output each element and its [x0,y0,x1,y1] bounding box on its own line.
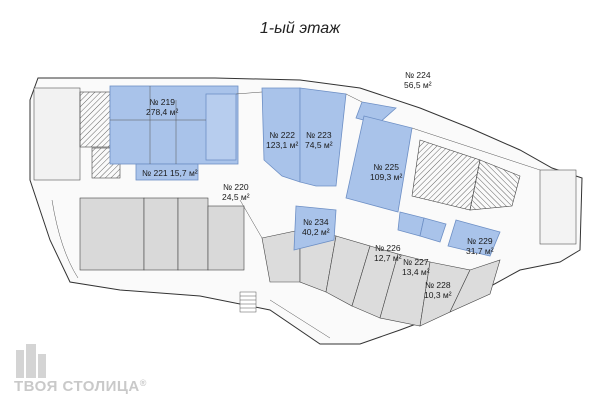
brand-logo [16,344,46,378]
unit-229-label[interactable]: № 229 31,7 м² [466,236,494,256]
unit-228-area: 10,3 м² [424,290,452,300]
left-wing [33,87,81,181]
unit-229-shape [447,219,501,257]
unit-234-number: № 234 [302,217,329,227]
unit-223-label[interactable]: № 223 74,5 м² [305,130,333,150]
unit-229-area: 31,7 м² [466,246,494,256]
interior-walls [51,86,541,339]
right-wing [539,169,577,245]
unit-219-label[interactable]: № 219 278,4 м² [146,97,178,117]
unit-224-label[interactable]: № 224 56,5 м² [404,70,432,90]
unit-225-label[interactable]: № 225 109,3 м² [370,162,402,182]
unit-221-area: 15,7 м² [170,168,198,178]
floor-title: 1-ый этаж [259,20,341,37]
unit-222-label[interactable]: № 222 123,1 м² [266,130,298,150]
unit-223-area: 74,5 м² [305,140,333,150]
hatched-block-right-2 [469,159,521,211]
unit-220-area: 24,5 м² [222,192,250,202]
grey-unit-2 [143,197,179,271]
unit-225-area: 109,3 м² [370,172,403,182]
unit-221-shape [135,163,199,181]
unit-219-area: 278,4 м² [146,107,179,117]
unit-227-shape [419,217,447,243]
unit-219-number: № 219 [149,97,175,107]
unit-228-label[interactable]: № 228 10,3 м² [424,280,452,300]
unit-222-area: 123,1 м² [266,140,299,150]
unit-220-number: № 220 [222,182,249,192]
unit-227-label[interactable]: № 227 13,4 м² [402,257,430,277]
unit-226-number: № 226 [374,243,401,253]
unit-220-shape [205,93,237,161]
stairs-bottom [239,291,257,313]
unit-221-number: № 221 [142,168,168,178]
unit-225-number: № 225 [373,162,399,172]
grey-unit-1 [79,197,145,271]
building-logo-icon [16,344,46,378]
grey-unit-4 [207,205,245,271]
unit-234-shape [293,205,337,251]
unit-226-label[interactable]: № 226 12,7 м² [374,243,402,263]
unit-222-number: № 222 [269,130,295,140]
unit-224-area: 56,5 м² [404,80,432,90]
grey-unit-3 [177,197,209,271]
unit-220-label[interactable]: № 220 24,5 м² [222,182,250,202]
brand-reg-mark: ® [139,378,147,388]
unit-222-shape [261,87,301,183]
unit-223-shape [299,87,347,187]
unit-227-number: № 227 [402,257,429,267]
unit-234-area: 40,2 м² [302,227,330,237]
hatched-block-left [79,91,111,148]
unit-223-number: № 223 [305,130,332,140]
unit-226-area: 12,7 м² [374,253,402,263]
grey-arc-7 [449,259,501,313]
brand-name: ТВОЯ СТОЛИЦА® [14,378,147,395]
brand-name-text: ТВОЯ СТОЛИЦА [14,378,140,395]
unit-228-number: № 228 [424,280,451,290]
unit-221-label[interactable]: № 221 15,7 м² [142,168,198,178]
unit-225-shape [345,115,413,213]
unit-234-label[interactable]: № 234 40,2 м² [302,217,330,237]
unit-224-number: № 224 [404,70,431,80]
unit-227-area: 13,4 м² [402,267,430,277]
unit-229-number: № 229 [466,236,493,246]
